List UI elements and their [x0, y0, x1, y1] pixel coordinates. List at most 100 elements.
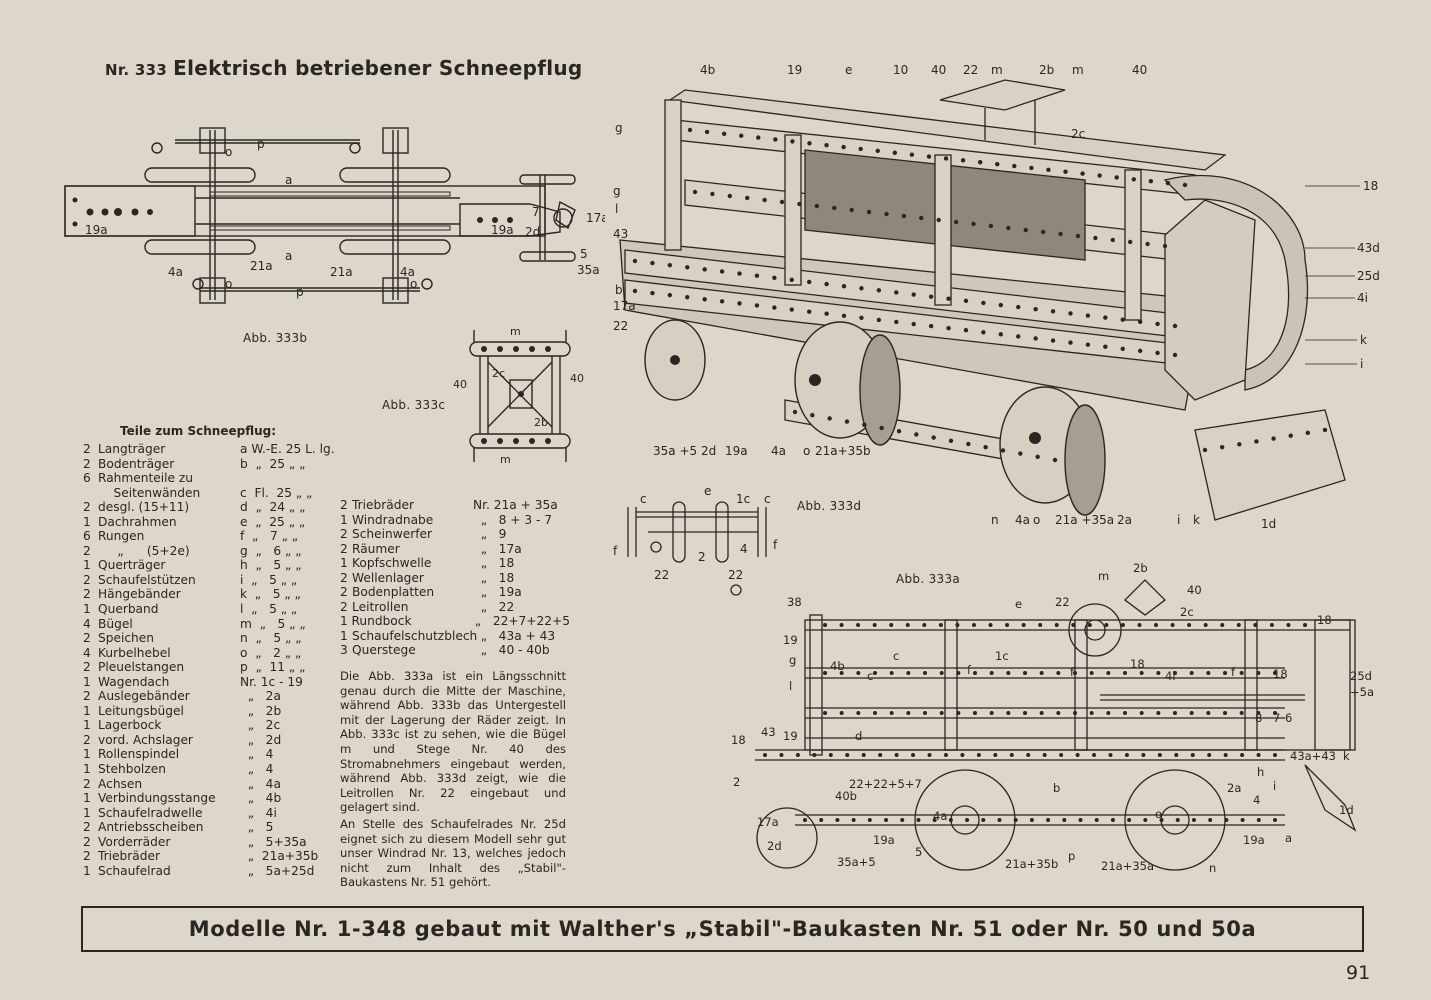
- perforation-hole: [1033, 307, 1038, 312]
- perforation-hole: [1063, 169, 1068, 174]
- parts-quantity: 6: [83, 471, 91, 486]
- parts-name: Rungen: [98, 529, 145, 544]
- perforation-hole: [1062, 818, 1067, 822]
- parts-name: Querstege: [352, 643, 416, 658]
- perforation-hole: [1159, 818, 1164, 822]
- label: 17a: [757, 815, 779, 829]
- perforation-hole: [995, 161, 1000, 167]
- perforation-hole: [779, 753, 784, 757]
- parts-name: Triebräder: [352, 498, 415, 512]
- perforation-hole: [841, 144, 846, 150]
- perforation-hole: [795, 753, 800, 757]
- figure-main-perspective: 4b 19 e 10 40 22 m 2b m 40 g g l 43 b 17…: [613, 63, 1380, 530]
- perforation-hole: [922, 623, 927, 627]
- label: o: [410, 277, 417, 291]
- perforation-hole: [827, 416, 832, 421]
- perforation-hole: [977, 160, 983, 165]
- perforation-hole: [1123, 671, 1127, 675]
- perforation-hole: [884, 211, 889, 217]
- label: 43a+43: [1290, 749, 1336, 763]
- parts-name: Achsen: [98, 776, 143, 791]
- parts-name: Hängebänder: [98, 587, 181, 602]
- label: c: [640, 492, 647, 506]
- label: n: [1209, 861, 1216, 875]
- model-title: Elektrisch betriebener Schneepflug: [173, 56, 583, 80]
- parts-quantity: 1: [340, 614, 348, 629]
- perforation-hole: [876, 288, 882, 293]
- caption-333b: Abb. 333b: [243, 331, 308, 345]
- parts-code: „ 18: [473, 556, 515, 571]
- caption-333a: Abb. 333a: [896, 572, 961, 586]
- label: 19: [783, 729, 798, 743]
- perforation-hole: [856, 711, 861, 715]
- perforation-hole: [1286, 623, 1291, 627]
- label: h: [1257, 765, 1264, 779]
- label: o: [225, 145, 232, 159]
- perforation-hole: [963, 298, 969, 304]
- parts-name: Bodenträger: [98, 456, 175, 471]
- perforation-hole: [1106, 671, 1111, 675]
- perforation-hole: [773, 137, 778, 142]
- label: 17a: [586, 211, 605, 225]
- perforation-hole: [810, 413, 815, 418]
- perforation-hole: [884, 818, 889, 822]
- perforation-hole: [956, 711, 961, 715]
- label: 22: [654, 568, 669, 582]
- parts-code: „ 5a+25d: [240, 863, 315, 878]
- parts-heading: Teile zum Schneepflug:: [120, 424, 277, 438]
- label: 4a: [771, 444, 786, 458]
- perforation-hole: [943, 753, 948, 757]
- perforation-hole: [938, 623, 943, 627]
- label: f: [967, 663, 972, 677]
- perforation-hole: [894, 290, 899, 295]
- perforation-hole: [1023, 711, 1027, 715]
- label: 19a: [491, 223, 514, 237]
- perforation-hole: [989, 671, 994, 675]
- label: 2: [698, 550, 706, 564]
- label: 40: [1187, 583, 1202, 597]
- parts-name: vord. Achslager: [98, 732, 193, 747]
- parts-name: Bodenplatten: [352, 585, 435, 600]
- perforation-hole: [819, 818, 824, 822]
- label: c: [764, 492, 771, 506]
- parts-code: b „ 25 „ „: [240, 456, 306, 471]
- perforation-hole: [1018, 451, 1023, 456]
- perforation-hole: [909, 152, 915, 157]
- parts-quantity: 2: [83, 660, 91, 675]
- perforation-hole: [1054, 623, 1059, 627]
- perforation-hole: [1016, 334, 1021, 339]
- label: 2a: [1227, 781, 1241, 795]
- label: 4b: [830, 659, 845, 673]
- perforation-hole: [858, 146, 863, 152]
- perforation-hole: [739, 133, 744, 138]
- perforation-hole: [946, 325, 951, 331]
- perforation-hole: [906, 711, 911, 715]
- perforation-hole: [1103, 315, 1108, 320]
- perforation-hole: [710, 191, 715, 197]
- perforation-hole: [889, 671, 894, 675]
- label: 7: [532, 205, 540, 219]
- parts-code: e „ 25 „ „: [240, 514, 306, 529]
- label: 18: [731, 733, 746, 747]
- label: 1c: [736, 492, 750, 506]
- parts-code: „ 18: [473, 570, 515, 585]
- banner-text: Modelle Nr. 1-348 gebaut mit Walther's „…: [188, 917, 1257, 941]
- parts-name: Räumer: [352, 541, 400, 556]
- label: 2c: [1180, 605, 1194, 619]
- label: o: [803, 444, 810, 458]
- perforation-hole: [719, 299, 725, 304]
- perforation-hole: [1206, 711, 1211, 715]
- label: 43d: [1357, 241, 1380, 255]
- perforation-hole: [901, 213, 907, 219]
- label: a: [285, 249, 292, 263]
- perforation-hole: [939, 671, 944, 675]
- perforation-hole: [856, 623, 861, 627]
